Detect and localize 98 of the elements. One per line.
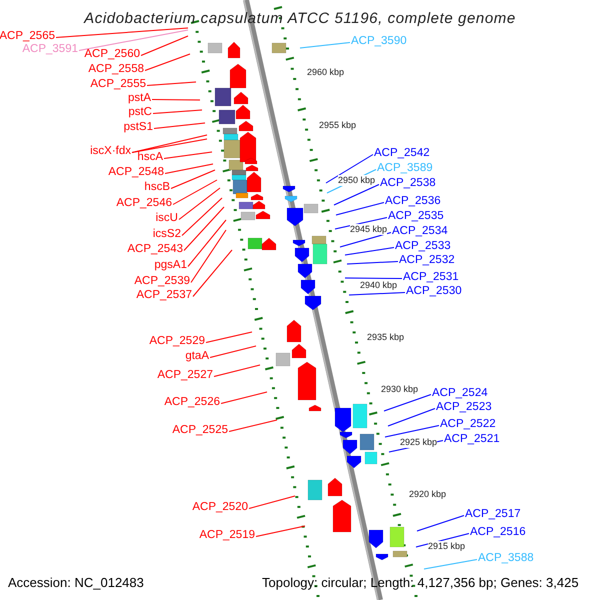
leader-line — [256, 526, 306, 537]
position-label: 2915 kbp — [428, 541, 466, 552]
gene-label: ACP_2516 — [470, 526, 526, 539]
position-label: 2950 kbp — [338, 175, 376, 186]
gene-label: pgsA1 — [154, 259, 187, 272]
gene-label: gtaA — [185, 350, 209, 363]
gene-label: pstC — [128, 106, 152, 119]
leader-line — [182, 198, 222, 236]
gene-label: ACP_2517 — [465, 508, 521, 521]
leader-line — [228, 420, 278, 432]
leader-line — [220, 392, 268, 404]
gene-label: ACP_2536 — [385, 195, 441, 208]
position-label: 2945 kbp — [350, 224, 388, 235]
leader-line — [178, 188, 220, 220]
gene-label: ACP_3591 — [22, 43, 78, 56]
gene-label: iscU — [156, 212, 178, 225]
leader-line — [326, 154, 374, 184]
leader-line — [384, 425, 440, 438]
gene-label: ACP_2522 — [440, 418, 496, 431]
gene-label: ACP_2521 — [444, 433, 500, 446]
position-label: 2955 kbp — [319, 120, 356, 131]
gene-label: ACP_2558 — [88, 63, 144, 76]
gene-label: ACP_2519 — [199, 529, 255, 542]
gene-label: ACP_2542 — [374, 147, 430, 160]
leader-line — [192, 250, 232, 297]
gene-label: hscB — [144, 181, 170, 194]
gene-label: ACP_2526 — [164, 396, 220, 409]
gene-label: ACP_2529 — [149, 335, 205, 348]
gene-label: ACP_3588 — [478, 552, 534, 565]
leader-line — [164, 152, 212, 159]
gene-label: pstA — [128, 92, 151, 105]
gene-label: ACP_2533 — [395, 240, 451, 253]
gene-label: hscA — [137, 151, 163, 164]
leader-line — [206, 332, 252, 343]
title: Acidobacterium capsulatum ATCC 51196, complete genome — [82, 10, 517, 27]
leader-line — [344, 247, 394, 256]
gene-label: ACP_2560 — [84, 48, 140, 61]
leader-line — [154, 122, 206, 129]
gene-label: ACP_3589 — [377, 162, 433, 175]
gene-label: ACP_2543 — [127, 243, 183, 256]
leader-line — [170, 170, 216, 189]
gene-label: ACP_2520 — [192, 501, 248, 514]
gene-label: ACP_3590 — [351, 35, 407, 48]
position-label: 2920 kbp — [409, 489, 446, 500]
leader-line — [424, 559, 478, 570]
gene-label: ACP_2530 — [406, 285, 462, 298]
leader-line — [78, 30, 188, 51]
leader-line — [56, 28, 188, 38]
leader-line — [416, 515, 464, 532]
gene-label: ACP_2523 — [436, 401, 492, 414]
gene-label: icsS2 — [152, 228, 181, 241]
gene-label: ACP_2527 — [157, 369, 213, 382]
leader-line — [214, 364, 260, 377]
leader-line — [144, 54, 190, 71]
leader-line — [384, 394, 432, 412]
gene-label: ACP_2525 — [172, 424, 228, 437]
leader-line — [348, 292, 406, 296]
gene-label: ACP_2537 — [136, 289, 192, 302]
gene-label: ACP_2534 — [392, 225, 448, 238]
position-label: 2960 kbp — [307, 67, 344, 78]
leader-line — [184, 206, 224, 251]
gene-label: ACP_2524 — [432, 387, 488, 400]
leader-line — [334, 217, 388, 230]
leader-line — [152, 110, 202, 114]
leader-line — [344, 278, 402, 279]
gene-label: ACP_2548 — [108, 166, 164, 179]
gene-label: ACP_2546 — [116, 197, 172, 210]
leader-line — [340, 232, 392, 248]
leader-line — [210, 346, 256, 358]
info-text: Topology: circular; Length: 4,127,356 bp; Genes: 3,425 — [262, 576, 579, 589]
leader-line — [172, 180, 218, 205]
gene-label: ACP_2531 — [403, 271, 459, 284]
position-label: 2930 kbp — [381, 384, 418, 395]
leader-line — [388, 408, 436, 426]
leader-line — [132, 134, 208, 153]
position-label: 2940 kbp — [360, 280, 398, 291]
gene-label: ACP_2539 — [134, 275, 190, 288]
leader-line — [346, 261, 398, 264]
gene-label: ACP_2538 — [380, 177, 436, 190]
leader-line — [190, 230, 226, 283]
gene-label: ACP_2555 — [90, 78, 146, 91]
leader-line — [334, 184, 380, 206]
leader-line — [132, 138, 208, 153]
leader-line — [146, 82, 196, 86]
leader-line — [300, 42, 350, 48]
leader-line — [188, 220, 226, 267]
position-label: 2925 kbp — [400, 437, 438, 448]
position-label: 2935 kbp — [367, 332, 404, 343]
leader-line — [248, 496, 296, 509]
leader-line — [140, 36, 188, 56]
gene-label: ACP_2532 — [399, 254, 455, 267]
leader-line — [164, 164, 214, 174]
gene-label: iscX·fdx — [90, 145, 131, 158]
gene-label: pstS1 — [124, 121, 153, 134]
leader-line — [152, 99, 200, 100]
leader-line — [336, 202, 384, 216]
info-text: Accession: NC_012483 — [8, 576, 144, 589]
gene-label: ACP_2535 — [388, 210, 444, 223]
